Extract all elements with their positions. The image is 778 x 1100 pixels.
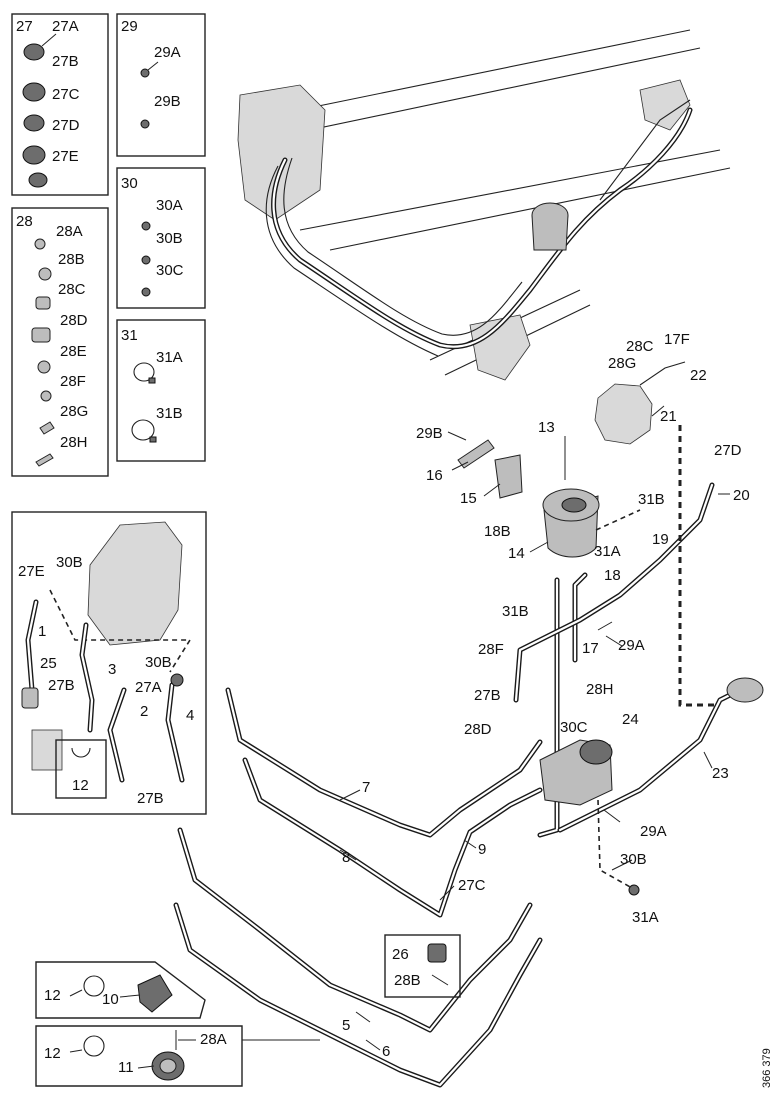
inset-label: 27E	[18, 563, 45, 580]
callout-label: 27D	[714, 442, 742, 459]
box-28-item: 28E	[60, 343, 87, 360]
callout-label: 19	[652, 531, 669, 548]
callout-label: 22	[690, 367, 707, 384]
box-28: 28 28A 28B 28C 28D 28E 28F 28G 28H	[11, 207, 109, 477]
callout-label: 11	[118, 1059, 134, 1076]
inset-label: 2	[140, 703, 148, 720]
callout-label: 27B	[474, 687, 501, 704]
box-29: 29 29A 29B	[116, 13, 206, 157]
callout-label: 8	[342, 849, 350, 866]
callout-label: 7	[362, 779, 370, 796]
inset-label: 25	[40, 655, 57, 672]
nut-icon	[141, 221, 151, 297]
box-28-title: 28	[16, 213, 33, 230]
inset-label: 27B	[48, 677, 75, 694]
callout-label: 12	[44, 1045, 61, 1062]
clip-icon	[140, 61, 159, 129]
box-30-item: 30A	[156, 197, 183, 214]
box-28-item: 28F	[60, 373, 86, 390]
callout-label: 27C	[458, 877, 486, 894]
box-30: 30 30A 30B 30C	[116, 167, 206, 309]
callout-label: 13	[538, 419, 555, 436]
box-31-item: 31B	[156, 405, 183, 422]
callout-label: 28B	[394, 972, 421, 989]
drawing-number: 366 379	[761, 1048, 773, 1088]
fitting-icon	[22, 33, 57, 188]
box-28-item: 28D	[60, 312, 88, 329]
inset-label: 27B	[137, 790, 164, 807]
callout-label: 16	[426, 467, 443, 484]
clamp-group-11	[35, 1025, 320, 1087]
callout-label: 17	[582, 640, 599, 657]
union-icon	[31, 238, 55, 467]
hose-clamp-icon	[131, 362, 157, 443]
box-27-item: 27E	[52, 148, 79, 165]
main-assembly	[35, 361, 764, 1088]
callout-label: 18B	[484, 523, 511, 540]
callout-label: 24	[622, 711, 639, 728]
callout-label: 31A	[632, 909, 659, 926]
callout-label: 28F	[478, 641, 504, 658]
inset-label: 1	[38, 623, 46, 640]
box-27-item: 27B	[52, 53, 79, 70]
box-29-item: 29B	[154, 93, 181, 110]
box-29-item: 29A	[154, 44, 181, 61]
callout-label: 28A	[200, 1031, 227, 1048]
inset-label: 4	[186, 707, 194, 724]
box-27: 27 27A 27B 27C 27D 27E	[11, 13, 109, 196]
callout-label: 28C	[626, 338, 654, 355]
inset-label: 27A	[135, 679, 162, 696]
box-27-title: 27	[16, 18, 33, 35]
callout-label: 28G	[608, 355, 636, 372]
box-27-item: 27C	[52, 86, 80, 103]
box-28-item: 28A	[56, 223, 83, 240]
inset-label: 3	[108, 661, 116, 678]
callout-label: 30C	[560, 719, 588, 736]
box-28-item: 28H	[60, 434, 88, 451]
box-30-item: 30C	[156, 262, 184, 279]
callout-label: 14	[508, 545, 525, 562]
callout-label: 20	[733, 487, 750, 504]
chassis-overview	[237, 29, 731, 381]
callout-label: 31B	[638, 491, 665, 508]
callout-label: 29A	[618, 637, 645, 654]
callout-label: 28D	[464, 721, 492, 738]
callout-label: 5	[342, 1017, 350, 1034]
box-31: 31 31A 31B	[116, 319, 206, 462]
box-31-title: 31	[121, 327, 138, 344]
callout-label: 12	[44, 987, 61, 1004]
callout-label: 29A	[640, 823, 667, 840]
callout-label: 10	[102, 991, 119, 1008]
callout-label: 21	[660, 408, 677, 425]
box-30-title: 30	[121, 175, 138, 192]
callout-label: 6	[382, 1043, 390, 1060]
inset-detail: 12 27E 30B 1 25 3 30B 27B 27A 2 4 27B	[11, 511, 207, 815]
main-labels: 13 28C 17F 28G 22 21 29B 27D 16 15 20 18…	[44, 331, 773, 1088]
box-29-title: 29	[121, 18, 138, 35]
box-27-item: 27D	[52, 117, 80, 134]
callout-label: 23	[712, 765, 729, 782]
callout-label: 15	[460, 490, 477, 507]
callout-label: 30B	[620, 851, 647, 868]
callout-label: 9	[478, 841, 486, 858]
box-28-item: 28G	[60, 403, 88, 420]
callout-label: 17F	[664, 331, 690, 348]
callout-label: 28H	[586, 681, 614, 698]
clamp-group-10	[35, 961, 206, 1019]
box-28-item: 28C	[58, 281, 86, 298]
callout-label: 31B	[502, 603, 529, 620]
box-31-item: 31A	[156, 349, 183, 366]
callout-label: 18	[604, 567, 621, 584]
inset-label: 30B	[145, 654, 172, 671]
callout-label: 29B	[416, 425, 443, 442]
callout-label: 26	[392, 946, 409, 963]
box-27-item: 27A	[52, 18, 79, 35]
box-30-item: 30B	[156, 230, 183, 247]
inset-label: 30B	[56, 554, 83, 571]
box-28-item: 28B	[58, 251, 85, 268]
callout-label: 31A	[594, 543, 621, 560]
inset-label: 12	[72, 777, 89, 794]
